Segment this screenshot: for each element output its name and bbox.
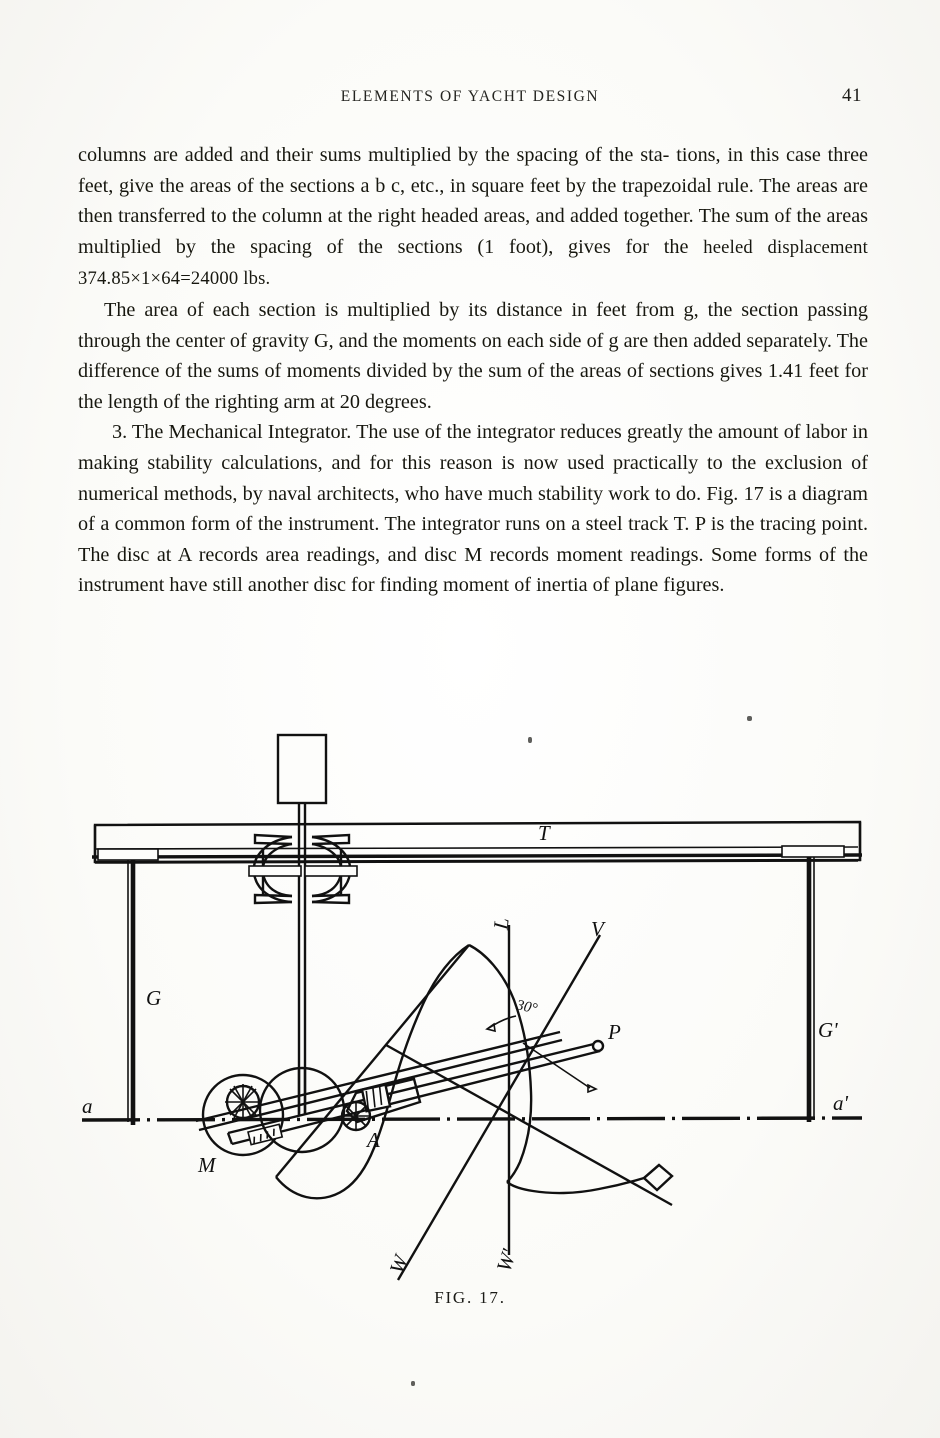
label-area-disc-A: A	[365, 1128, 380, 1152]
label-post-G: G	[146, 986, 161, 1010]
body-text: columns are added and their sums multipl…	[78, 140, 868, 601]
label-tracing-point-P: P	[607, 1020, 621, 1044]
line-3: square feet by the trapezoidal rule. The…	[78, 174, 869, 228]
hull-section-straight-edges	[275, 944, 674, 1192]
moment-disc-M	[201, 1073, 285, 1157]
tracing-point-P	[591, 1039, 605, 1053]
carriage-vertical-rod	[276, 733, 328, 1115]
line-18: disc M records moment readings. Some for…	[78, 543, 869, 597]
angle-annotation-30deg	[485, 1015, 598, 1094]
line-19: still another disc for finding moment of…	[212, 574, 725, 597]
running-head: ELEMENTS OF YACHT DESIGN 41	[78, 85, 862, 106]
label-moment-disc-M: M	[197, 1153, 217, 1177]
moment-disc-gear-teeth	[225, 1084, 261, 1120]
line-10: moments divided by the sum of the areas …	[286, 360, 868, 383]
line-15: architects, who have much stability work…	[78, 482, 868, 536]
paragraph-3: 3. The Mechanical Integrator. The use of…	[78, 417, 868, 601]
carriage-lower-rod	[297, 1068, 307, 1115]
area-disc-A	[340, 1077, 422, 1132]
tracing-arm	[226, 1041, 602, 1146]
paragraph-2: The area of each section is multiplied b…	[78, 295, 868, 417]
track-clamp-left	[248, 833, 302, 905]
label-axis-L: L	[488, 917, 513, 932]
line-12: 3. The Mechanical Integrator. The use of…	[112, 421, 683, 444]
line-7: The area of each section is multiplied b…	[104, 298, 699, 321]
support-post-left	[127, 853, 136, 1125]
line-13: the amount of labor in making stability …	[78, 421, 869, 474]
scan-speck	[411, 1381, 415, 1386]
label-waterline-Wprime: W'	[491, 1246, 521, 1275]
label-baseline-aprime: a'	[833, 1091, 849, 1115]
line-9: each side of g are then added separately…	[78, 329, 868, 383]
line-11: the length of the righting arm at 20 deg…	[78, 390, 432, 413]
mechanical-integrator-diagram: .ln { stroke:#111; fill:none; } .thin { …	[81, 733, 863, 1281]
track-clamp-right	[304, 833, 358, 905]
baseline-a-aprime	[81, 1116, 863, 1122]
line-5: the areas multiplied by the spacing of t…	[78, 205, 869, 258]
label-waterline-W: W	[385, 1250, 414, 1277]
support-post-right	[806, 853, 815, 1122]
paragraph-1: columns are added and their sums multipl…	[78, 140, 868, 295]
scan-speck	[747, 716, 752, 721]
figure-17: .ln { stroke:#111; fill:none; } .thin { …	[0, 710, 940, 1330]
area-disc-gear-teeth	[342, 1102, 370, 1130]
hull-section-outline	[275, 943, 645, 1200]
label-post-Gprime: G'	[818, 1018, 838, 1042]
line-1: columns are added and their sums multipl…	[78, 144, 670, 166]
scan-speck	[528, 737, 532, 743]
line-4: the column at the right headed areas, an…	[231, 205, 792, 228]
running-head-title: ELEMENTS OF YACHT DESIGN	[340, 88, 600, 105]
label-angle-30deg: 30°	[514, 997, 539, 1017]
line-8: the section passing through the center o…	[78, 298, 868, 352]
label-track-T: T	[538, 821, 551, 845]
label-axis-V: V	[591, 917, 606, 941]
line-16: a common form of the instrument. The int…	[100, 513, 669, 536]
page-number: 41	[842, 85, 862, 106]
line-14: is now used practically to the exclusion…	[78, 451, 869, 505]
line-2: tions, in this case three feet, give the…	[78, 144, 868, 197]
figure-caption: FIG. 17.	[434, 1288, 506, 1307]
line-6: heeled displacement 374.85×1×64=24000 lb…	[78, 236, 868, 290]
line-17: T. P is the tracing point. The disc at A…	[78, 513, 869, 566]
label-baseline-a: a	[82, 1094, 93, 1118]
steel-track	[91, 820, 863, 864]
